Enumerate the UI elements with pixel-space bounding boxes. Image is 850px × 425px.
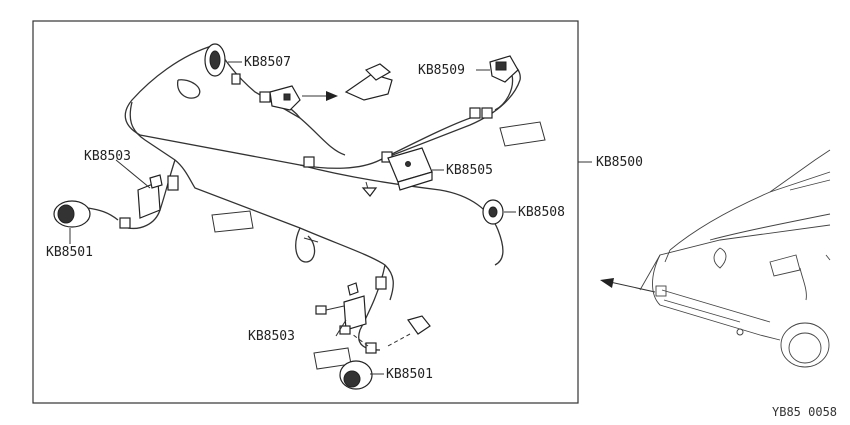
relay-part: [344, 63, 393, 101]
callout-kb8501-bottom: KB8501: [386, 367, 433, 382]
part-kb8505: [361, 147, 433, 197]
callout-kb8501-top: KB8501: [46, 245, 93, 260]
part-kb8501-bottom: [339, 360, 373, 390]
adhesive-pads: [211, 121, 546, 370]
part-kb8507: [177, 43, 226, 99]
callout-kb8507: KB8507: [244, 55, 291, 70]
part-kb8503-bottom: [315, 282, 367, 331]
leader-lines: [69, 61, 592, 375]
callout-kb8505: KB8505: [446, 163, 493, 178]
callout-kb8503-top: KB8503: [84, 149, 131, 164]
control-unit: [269, 85, 301, 111]
cable-tie: [295, 227, 319, 263]
callout-kb8500: KB8500: [596, 155, 643, 170]
callout-kb8503-bottom: KB8503: [248, 329, 295, 344]
callout-kb8508: KB8508: [518, 205, 565, 220]
direction-arrow: [302, 91, 338, 101]
wiring-harness: [124, 44, 521, 351]
part-kb8509: [489, 55, 519, 111]
part-kb8501-top: [53, 200, 119, 228]
harness-connectors: [119, 73, 493, 354]
figure-code: YB85 0058: [772, 405, 837, 419]
callout-kb8509: KB8509: [418, 63, 465, 78]
part-kb8508: [482, 199, 504, 225]
diagram-frame: [32, 20, 579, 404]
part-kb8503-top: [137, 174, 163, 219]
vehicle-illustration: [639, 149, 831, 368]
locator-arrow: [600, 278, 656, 293]
